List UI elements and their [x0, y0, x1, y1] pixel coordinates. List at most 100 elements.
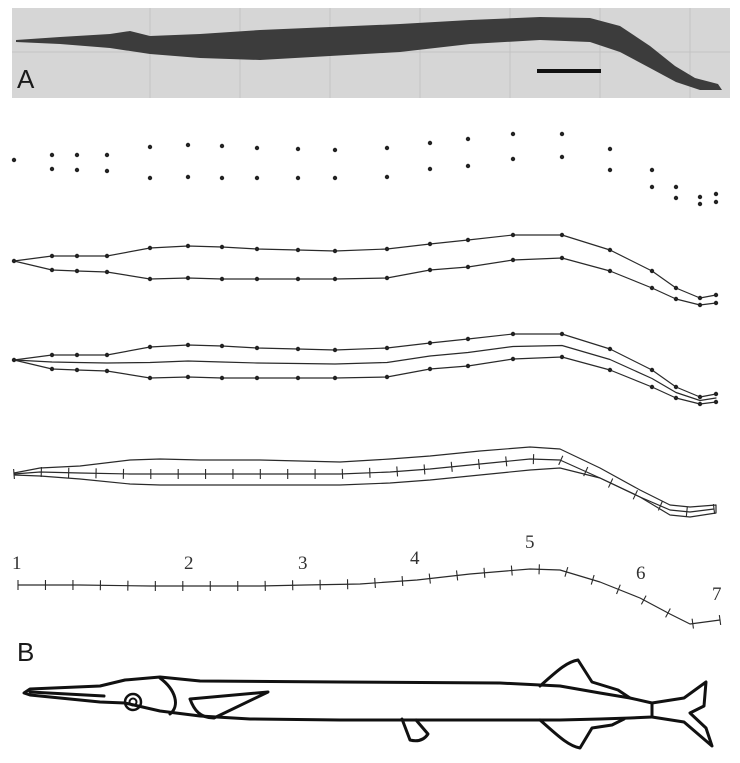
numbered-midline-row: 1 2 3 4 5 6 7	[12, 532, 722, 629]
midline-dot	[148, 376, 152, 380]
midline-dot	[255, 346, 259, 350]
landmark-dot	[385, 146, 389, 150]
landmark-dot	[650, 185, 654, 189]
midline-dot	[296, 376, 300, 380]
outline-dot	[12, 259, 16, 263]
midline-tick	[397, 466, 398, 476]
outline-dot	[560, 256, 564, 260]
outline-dot	[333, 249, 337, 253]
midline-dot	[466, 364, 470, 368]
landmark-number-3: 3	[298, 553, 308, 574]
landmark-dot	[186, 143, 190, 147]
midline-tick	[633, 490, 637, 499]
landmark-dot	[698, 195, 702, 199]
landmark-dot	[255, 176, 259, 180]
midline-dot	[674, 396, 678, 400]
landmark-dot	[148, 145, 152, 149]
outline-dot	[296, 248, 300, 252]
outline-dot	[511, 258, 515, 262]
outline-dot	[255, 247, 259, 251]
outline-points	[12, 233, 718, 307]
fish-body-outline	[24, 677, 652, 720]
outline-dot	[296, 277, 300, 281]
outline-dot	[333, 277, 337, 281]
landmark-number-7: 7	[712, 584, 722, 605]
midline-dot	[714, 400, 718, 404]
midline-tick	[478, 459, 479, 469]
midline-dot	[511, 357, 515, 361]
landmark-dot	[75, 153, 79, 157]
outline-dot	[255, 277, 259, 281]
midline-tick	[686, 507, 687, 517]
landmark-dot	[255, 146, 259, 150]
midline-dot	[333, 376, 337, 380]
landmark-dot	[428, 167, 432, 171]
outline-dot	[148, 246, 152, 250]
numbered-midline-tick	[641, 596, 646, 605]
midline-dot	[12, 358, 16, 362]
midline-dot	[608, 347, 612, 351]
midline-dot	[186, 375, 190, 379]
midline-dot	[466, 337, 470, 341]
landmark-dot	[105, 153, 109, 157]
midline-dot	[50, 353, 54, 357]
midline-dot	[220, 376, 224, 380]
midline-dot	[698, 402, 702, 406]
numbered-midline-tick	[511, 566, 512, 576]
outline-dot	[428, 242, 432, 246]
midline-points	[12, 332, 718, 406]
midline-tick	[451, 462, 452, 472]
landmark-dot	[608, 147, 612, 151]
landmark-number-5: 5	[525, 532, 535, 553]
midline-tick	[608, 479, 612, 488]
panel-label-b: B	[17, 637, 34, 667]
outline-row	[12, 233, 718, 307]
photo-panel: A	[12, 8, 730, 98]
landmark-dot	[650, 168, 654, 172]
outline-dot	[608, 248, 612, 252]
midline-dorsal-line	[14, 334, 716, 397]
midline-dot	[650, 368, 654, 372]
midline-dot	[650, 385, 654, 389]
landmark-dot	[714, 192, 718, 196]
midline-dot	[186, 343, 190, 347]
outline-dot	[698, 303, 702, 307]
midline-dot	[698, 395, 702, 399]
midline-dot	[428, 341, 432, 345]
outline-dot	[698, 296, 702, 300]
landmark-dot	[148, 176, 152, 180]
midline-dot	[50, 367, 54, 371]
outline-dot	[428, 268, 432, 272]
landmark-dot	[560, 155, 564, 159]
numbered-midline-tick	[692, 619, 693, 629]
numbered-midline-tick	[457, 570, 458, 580]
midline-dot	[428, 367, 432, 371]
midline-ventral-line	[14, 357, 716, 404]
fish-drawing: B	[17, 637, 712, 748]
landmark-dot	[608, 168, 612, 172]
outline-dot	[385, 247, 389, 251]
midline-dot	[255, 376, 259, 380]
outline-dot	[714, 301, 718, 305]
outline-dot	[148, 277, 152, 281]
outline-dot	[650, 286, 654, 290]
landmark-dot	[105, 169, 109, 173]
landmark-number-4: 4	[410, 548, 420, 569]
outline-dot	[674, 297, 678, 301]
landmark-dot	[511, 132, 515, 136]
midline-dot	[75, 353, 79, 357]
outline-dot	[186, 244, 190, 248]
outline-dot	[220, 277, 224, 281]
outline-dot	[50, 254, 54, 258]
outline-dot	[50, 268, 54, 272]
numbered-midline-ticks	[18, 564, 721, 628]
anal-fin	[540, 719, 624, 748]
pectoral-fin	[190, 692, 268, 718]
pelvic-fin	[402, 719, 428, 741]
landmark-dot	[674, 196, 678, 200]
dorsal-fin	[540, 660, 630, 698]
numbered-midline	[18, 569, 720, 624]
outline-dorsal-line	[14, 235, 716, 298]
landmark-dot	[12, 158, 16, 162]
outline-dot	[674, 286, 678, 290]
